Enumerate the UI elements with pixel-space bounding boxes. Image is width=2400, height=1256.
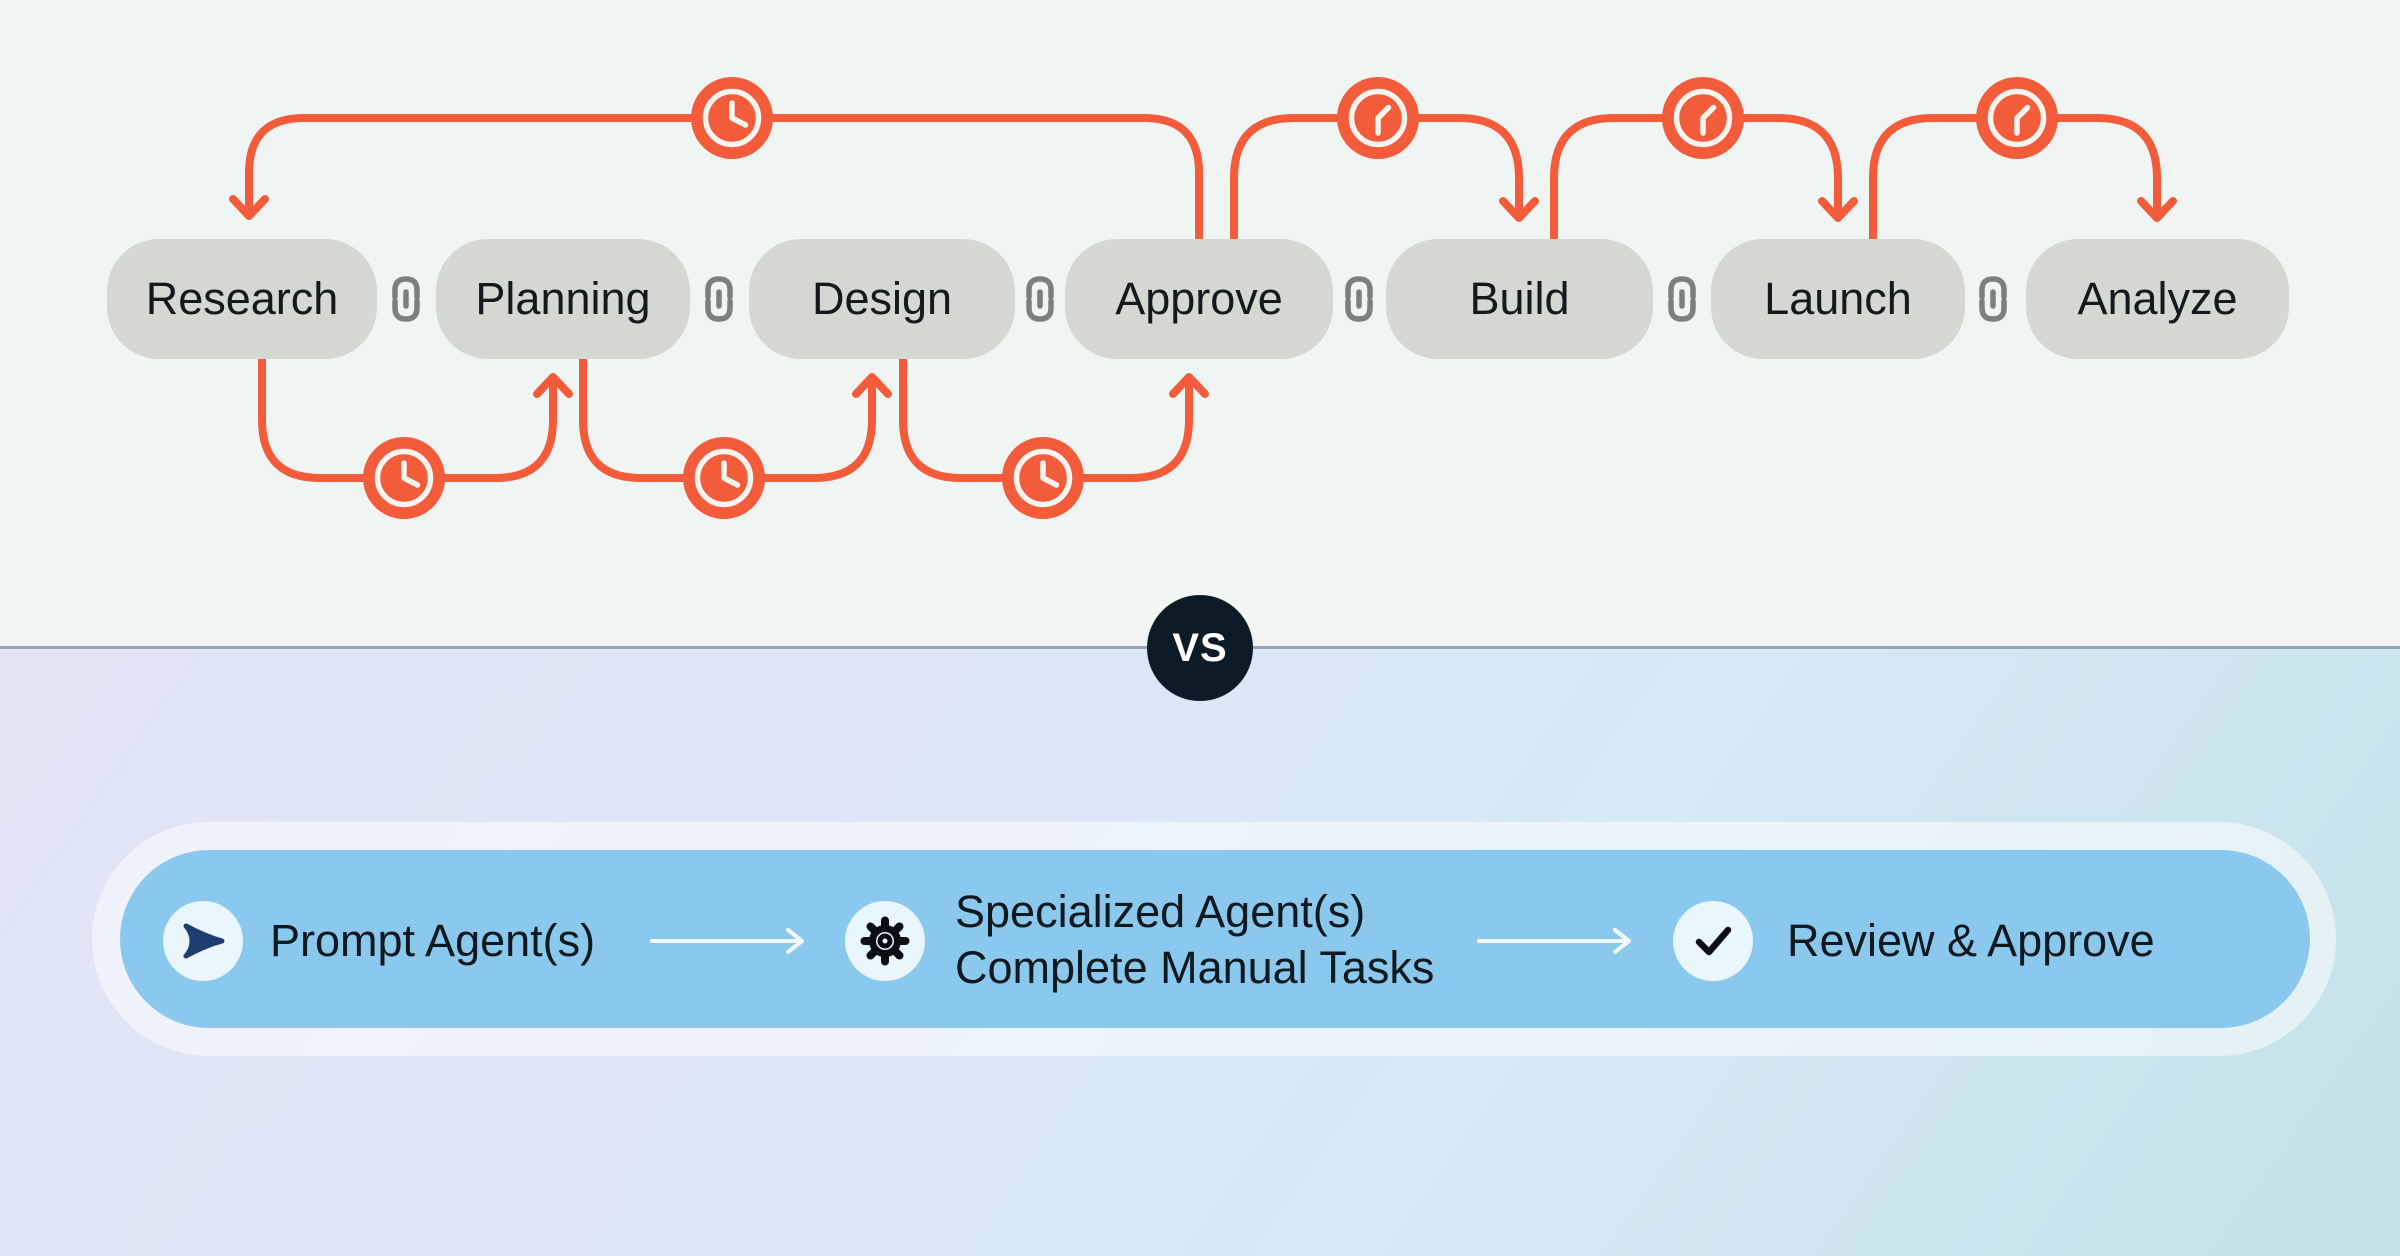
chain-link-icon xyxy=(1668,276,1696,322)
flow-arrow-icon xyxy=(650,928,804,954)
vs-badge: VS xyxy=(1147,595,1253,701)
gear-icon xyxy=(860,916,910,966)
arrowhead-icon xyxy=(852,373,892,398)
specialized-step-label: Specialized Agent(s) Complete Manual Tas… xyxy=(955,884,1434,996)
stage-pill-design: Design xyxy=(749,239,1015,359)
stage-pill-research: Research xyxy=(107,239,377,359)
arrowhead-icon xyxy=(1818,197,1858,222)
vs-badge-label: VS xyxy=(1172,625,1228,670)
clock-icon xyxy=(683,437,765,519)
arrowhead-icon xyxy=(2137,197,2177,222)
chain-link-icon xyxy=(705,276,733,322)
chain-link-icon xyxy=(1026,276,1054,322)
clock-icon xyxy=(1976,77,2058,159)
specialized-step-label-line1: Specialized Agent(s) xyxy=(955,886,1366,937)
check-icon xyxy=(1695,926,1732,956)
chain-link-icon xyxy=(1345,276,1373,322)
flow-arrow-icon xyxy=(1477,928,1631,954)
clock-icon xyxy=(1002,437,1084,519)
prompt-step-icon-circle xyxy=(163,901,243,981)
arrowhead-icon xyxy=(1499,197,1539,222)
agent-flow-bar xyxy=(120,850,2310,1028)
stage-pill-build: Build xyxy=(1386,239,1653,359)
chain-link-icon xyxy=(1979,276,2007,322)
stage-pill-analyze: Analyze xyxy=(2026,239,2289,359)
review-step-icon-circle xyxy=(1673,901,1753,981)
send-icon xyxy=(183,923,225,959)
prompt-step-label: Prompt Agent(s) xyxy=(270,915,596,966)
stage-pill-approve: Approve xyxy=(1065,239,1333,359)
clock-icon xyxy=(363,437,445,519)
arrowhead-icon xyxy=(533,373,573,398)
stage-pill-launch: Launch xyxy=(1711,239,1965,359)
specialized-step-label-line2: Complete Manual Tasks xyxy=(955,942,1435,993)
review-step-label: Review & Approve xyxy=(1787,915,2155,966)
clock-icon xyxy=(1662,77,1744,159)
arrowhead-icon xyxy=(1169,373,1209,398)
clock-icon xyxy=(1337,77,1419,159)
clock-icon xyxy=(691,77,773,159)
workflow-connectors-svg xyxy=(229,0,2177,648)
chain-link-icon xyxy=(392,276,420,322)
stage-pill-planning: Planning xyxy=(436,239,690,359)
arrowhead-icon xyxy=(229,195,269,220)
specialized-step-icon-circle xyxy=(845,901,925,981)
